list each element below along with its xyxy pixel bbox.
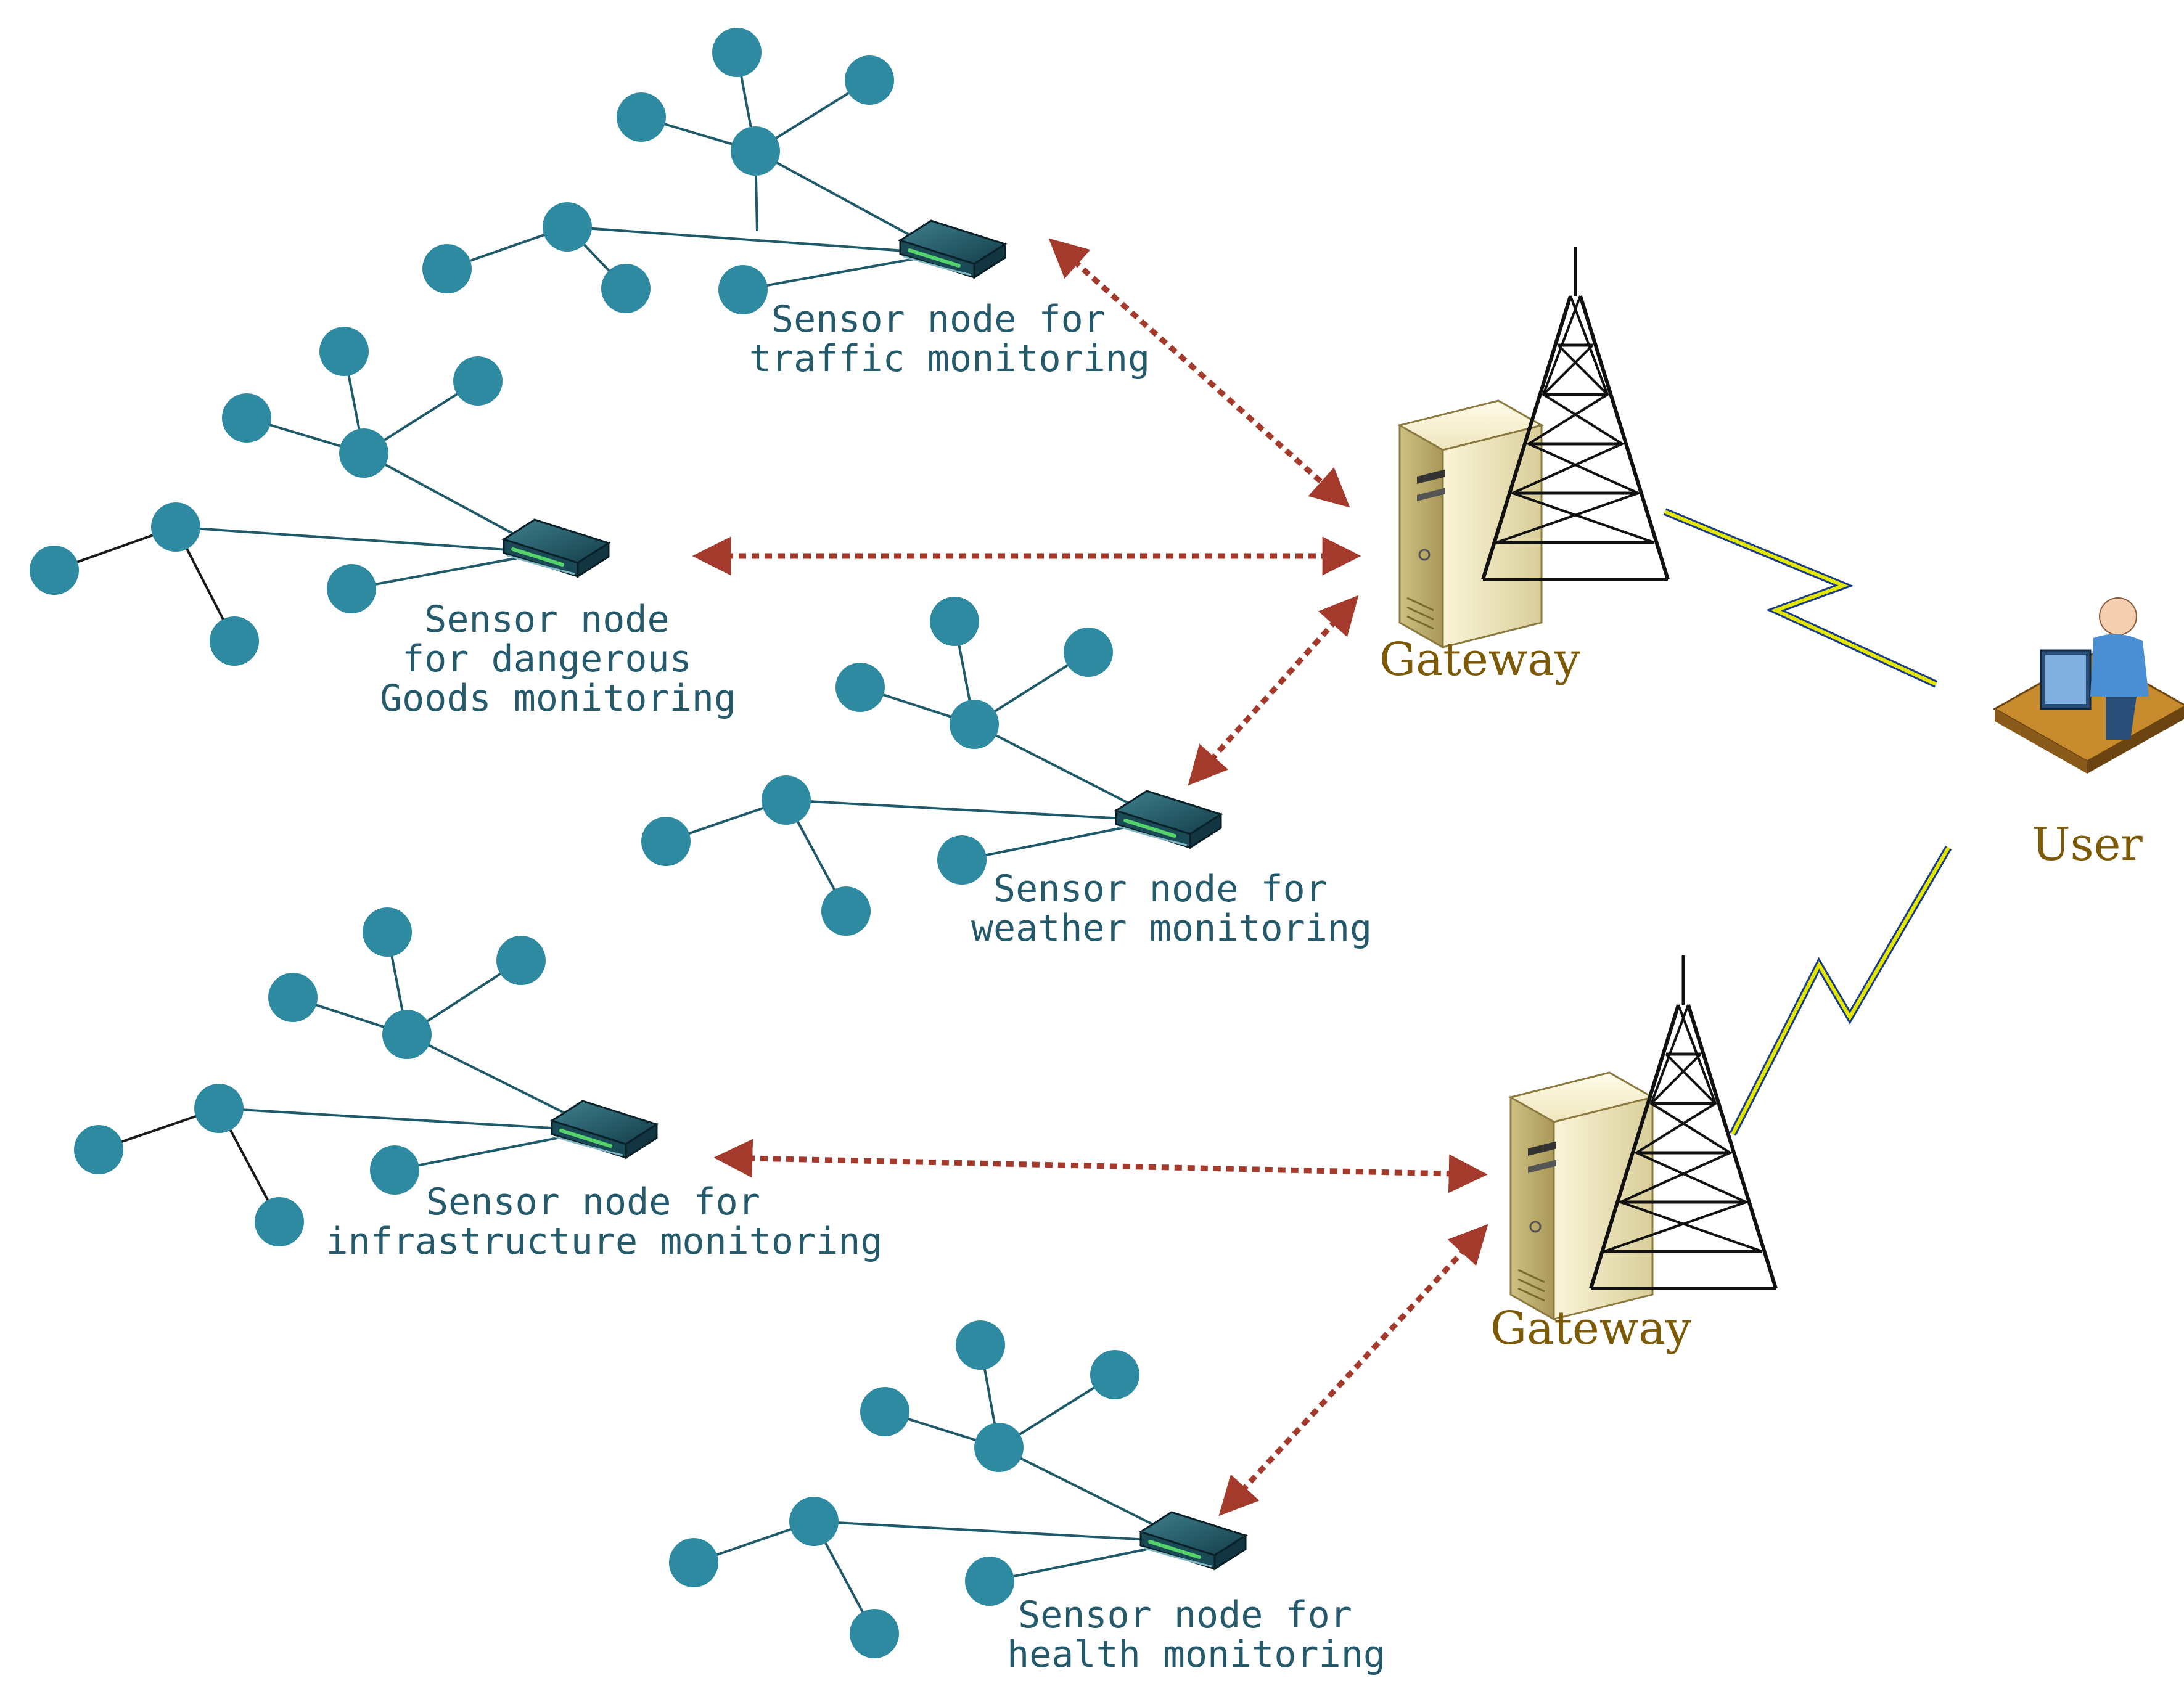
node <box>950 700 999 749</box>
node <box>821 886 871 936</box>
sensor-label-health: Sensor node for health monitoring <box>1007 1594 1386 1676</box>
user-workstation-icon <box>1992 597 2184 774</box>
sensor-label-line: Sensor node <box>424 598 669 641</box>
sensor-label-line: Sensor node for <box>426 1180 760 1224</box>
node <box>974 1423 1024 1472</box>
gateway-2 <box>1509 955 1776 1320</box>
node <box>327 564 376 613</box>
node <box>718 265 768 314</box>
node <box>74 1125 123 1174</box>
node <box>789 1497 839 1546</box>
node <box>496 936 546 985</box>
node <box>319 327 369 376</box>
node <box>222 393 271 443</box>
node <box>965 1557 1014 1606</box>
router-icon <box>900 221 1005 277</box>
node <box>669 1538 718 1587</box>
node <box>363 907 412 957</box>
node <box>370 1145 419 1195</box>
node <box>930 597 979 646</box>
node <box>382 1010 432 1059</box>
server-icon <box>1398 399 1543 648</box>
sensor-label-line: Goods monitoring <box>380 677 736 720</box>
sensor-label-line: Sensor node for <box>993 867 1328 910</box>
node <box>641 817 691 866</box>
sensor-label-line: infrastructure monitoring <box>326 1220 882 1263</box>
node <box>712 28 762 77</box>
router-icon <box>1116 791 1221 848</box>
node <box>1090 1350 1139 1399</box>
node <box>194 1084 244 1133</box>
node <box>543 202 592 252</box>
sensor-label-traffic: Sensor node for traffic monitoring <box>749 298 1150 380</box>
node <box>617 92 666 142</box>
node <box>210 616 259 666</box>
gateway-label: Gateway <box>1379 633 1580 686</box>
node <box>860 1387 909 1436</box>
cluster-nodes <box>30 28 1139 1658</box>
lightning-link-icon <box>1729 845 1952 1136</box>
sensor-label-infrastructure: Sensor node for infrastructure monitorin… <box>326 1180 882 1263</box>
node <box>956 1320 1005 1370</box>
node <box>255 1197 304 1246</box>
router-icon <box>552 1101 657 1158</box>
node <box>268 973 318 1022</box>
sensor-label-line: traffic monitoring <box>749 337 1150 380</box>
node <box>339 428 388 478</box>
node <box>422 244 472 293</box>
communication-links <box>692 238 1488 1516</box>
sensor-label-dangerous: Sensor node for dangerous Goods monitori… <box>380 598 736 720</box>
node <box>762 775 811 825</box>
sensor-label-line: Sensor node for <box>771 298 1106 341</box>
node <box>453 356 503 406</box>
sensor-label-line: for dangerous <box>402 637 692 681</box>
link-health-gateway <box>1218 1224 1488 1516</box>
node <box>845 55 894 105</box>
link-infrastructure-gateway <box>713 1139 1488 1193</box>
node <box>937 835 987 885</box>
node <box>850 1609 899 1658</box>
node <box>1064 628 1113 677</box>
node <box>731 126 780 176</box>
sensor-label-line: health monitoring <box>1007 1633 1386 1676</box>
sensor-label-line: weather monitoring <box>971 907 1372 950</box>
gateway-label: Gateway <box>1490 1302 1691 1355</box>
gateway-1 <box>1398 247 1668 648</box>
node <box>151 502 200 552</box>
link-traffic-gateway <box>1048 238 1350 508</box>
node <box>601 264 651 313</box>
lightning-link-icon <box>1663 508 1938 688</box>
router-icon <box>504 520 609 576</box>
node <box>835 663 885 712</box>
node <box>30 546 79 595</box>
sensor-label-line: Sensor node for <box>1018 1594 1352 1637</box>
user-label: User <box>2032 818 2143 871</box>
sensor-label-weather: Sensor node for weather monitoring <box>971 867 1372 950</box>
link-weather-gateway <box>1188 595 1359 786</box>
router-icon <box>1141 1512 1246 1569</box>
